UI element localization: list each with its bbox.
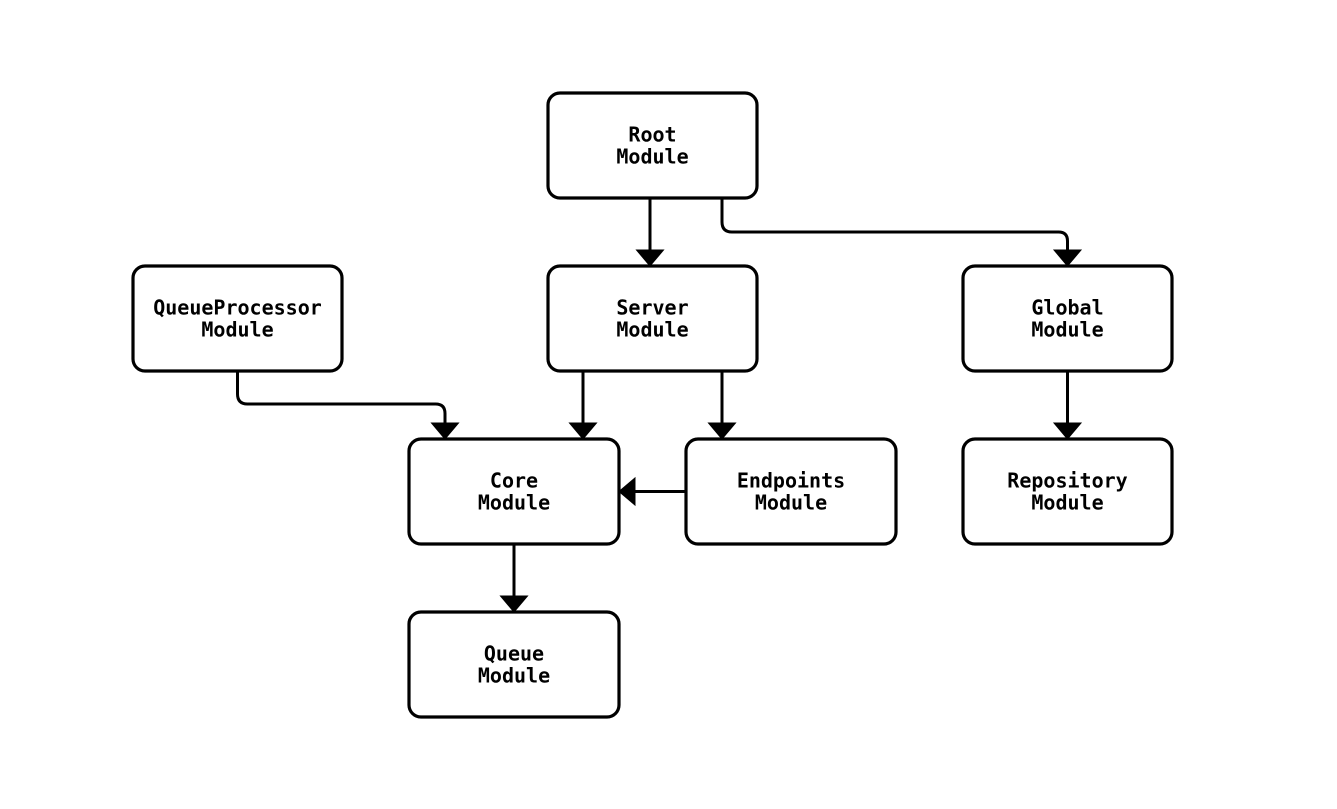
arrowhead-root-module-to-server-module	[635, 249, 665, 267]
arrowhead-global-module-to-repository-module	[1052, 422, 1083, 440]
arrowhead-endpoints-module-to-core-module	[618, 476, 636, 507]
node-box-queue-module	[407, 610, 621, 719]
node-box-repository-module	[961, 437, 1174, 546]
edge-queueprocessor-module-to-core-module	[236, 371, 447, 423]
node-box-endpoints-module	[684, 437, 898, 546]
edge-root-module-to-global-module	[720, 198, 1069, 250]
arrowhead-server-module-to-core-module	[568, 422, 598, 440]
node-box-core-module	[407, 437, 621, 546]
arrowhead-root-module-to-global-module	[1052, 249, 1083, 267]
node-box-root-module	[546, 91, 759, 200]
node-box-server-module	[546, 264, 759, 373]
arrowhead-core-module-to-queue-module	[499, 595, 529, 613]
arrowhead-queueprocessor-module-to-core-module	[430, 422, 460, 440]
node-box-queueprocessor-module	[131, 264, 344, 373]
arrowhead-server-module-to-endpoints-module	[707, 422, 737, 440]
node-box-global-module	[961, 264, 1174, 373]
